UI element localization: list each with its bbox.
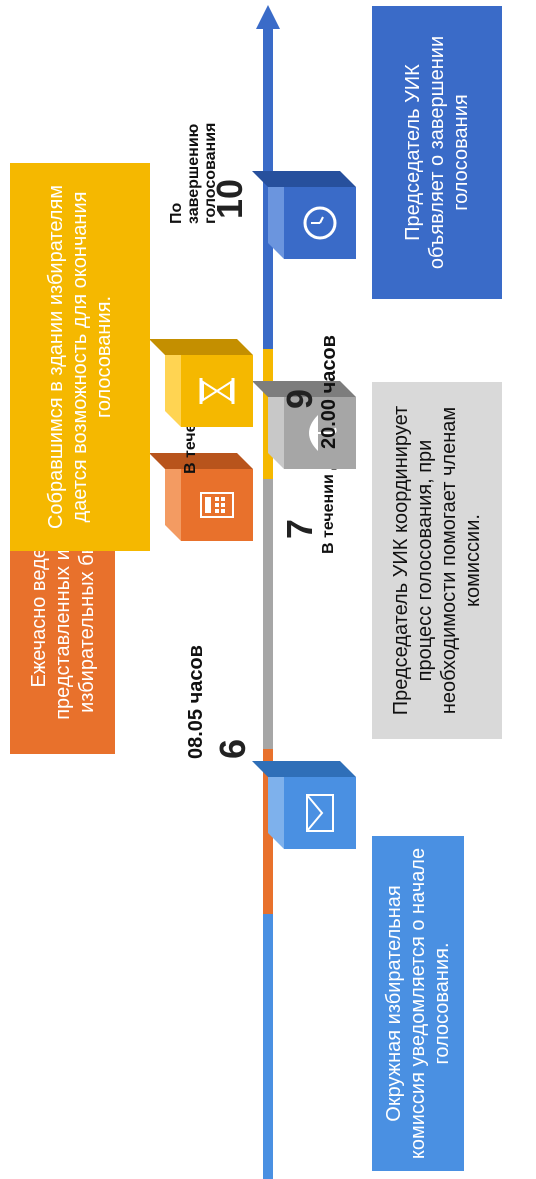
step-6-number: 6	[212, 738, 253, 759]
umbrella-icon	[309, 415, 337, 451]
step-7-icon-cube	[149, 453, 253, 541]
step-8-description: Председатель УИК координирует процесс го…	[372, 382, 502, 739]
timeline-segment-6	[263, 914, 273, 1179]
timeline-segment-8	[263, 479, 273, 749]
step-8-icon-cube	[252, 381, 356, 469]
step-10-icon-cube	[252, 171, 356, 259]
clock-icon	[303, 206, 337, 240]
step-7-number: 7	[279, 518, 320, 539]
calculator-icon	[200, 492, 234, 518]
step-9-icon-cube	[149, 339, 253, 427]
step-9-caption: 20.00 часов	[318, 335, 340, 449]
step-10-caption: По завершению голосования	[168, 122, 219, 224]
step-6-icon-cube	[252, 761, 356, 849]
envelope-icon	[306, 794, 334, 832]
step-9-number: 9	[279, 388, 320, 409]
step-10-description: Председатель УИК объявляет о завершении …	[372, 6, 502, 299]
step-6-caption: 08.05 часов	[185, 645, 207, 759]
step-9-description: Собравшимся в здании избирателям дается …	[10, 163, 150, 551]
hourglass-icon	[199, 378, 235, 404]
timeline-arrow-icon	[256, 5, 280, 29]
step-6-description: Окружная избирательная комиссия уведомля…	[372, 836, 464, 1171]
